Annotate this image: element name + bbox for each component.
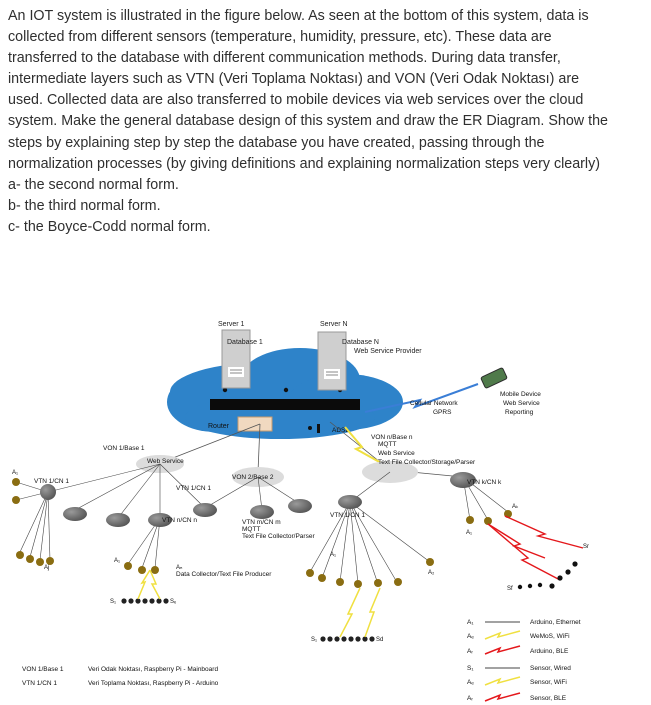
data-collector-label: Data Collector/Text File Producer — [176, 571, 272, 578]
legend-text-4: Sensor, Wired — [530, 665, 571, 672]
cellular-label-2: GPRS — [433, 409, 452, 416]
legend-sym-2: Aₑ — [467, 633, 474, 640]
web-service-provider-label: Web Service Provider — [354, 348, 422, 355]
adsl-wifi-link — [344, 426, 393, 470]
server-n-label: Server N — [320, 321, 348, 328]
legend-von-code: VON 1/Base 1 — [22, 666, 64, 673]
right-sensor-chain — [320, 636, 375, 642]
mobile-label-1: Mobile Device — [500, 391, 541, 398]
von-n-label-3: Web Service — [378, 450, 415, 457]
question-text: An IOT system is illustrated in the figu… — [8, 6, 608, 238]
legend-sym-6: Aᵣ — [467, 695, 473, 702]
right-ble-sensors — [517, 561, 578, 590]
vtn-m-label-1: VTN m/CN m — [242, 519, 281, 526]
cellular-label-1: Cellular Network — [410, 400, 458, 407]
von-n-label-4: Text File Collector/Storage/Parser — [378, 459, 476, 466]
vtn-1-right-node — [338, 495, 362, 509]
cellular-link — [364, 383, 479, 413]
legend-line-wifi-2 — [484, 676, 521, 686]
router-icon — [237, 416, 273, 432]
sf-label: Sf — [507, 586, 513, 592]
von-1-label: VON 1/Base 1 — [103, 445, 145, 452]
bottom-legend: VON 1/Base 1 Veri Odak Noktası, Raspberr… — [22, 666, 219, 687]
right-wifi-links — [339, 587, 381, 638]
aj-label: Aj — [44, 565, 49, 571]
vtn-1-mid-label: VTN 1/CN 1 — [176, 485, 211, 492]
vtn-m-label-3: Text File Collector/Parser — [242, 533, 315, 540]
server-1-icon — [221, 329, 251, 389]
s1-left-label: S₁ — [110, 599, 116, 605]
se-left-label: Sₑ — [170, 599, 177, 605]
web-service-1-label: Web Service — [147, 458, 184, 465]
legend-sym-5: Aₑ — [467, 679, 474, 686]
vtn-1-right-label: VTN 1/CN 1 — [330, 512, 365, 519]
vtn-m-label-2: MQTT — [242, 526, 260, 533]
question-item-a: a- the second normal form. — [8, 176, 179, 193]
ble-links — [487, 515, 584, 581]
a1-mid-label: A₁ — [114, 558, 120, 564]
an-label: Aₙ — [176, 565, 183, 571]
database-n-label: Database N — [342, 339, 379, 346]
server-1-label: Server 1 — [218, 321, 245, 328]
question-item-c: c- the Boyce-Codd normal form. — [8, 218, 211, 235]
adsl-icon — [308, 424, 320, 433]
mobile-label-3: Reporting — [505, 409, 534, 416]
server-n-icon — [317, 331, 347, 391]
database-1-label: Database 1 — [227, 339, 263, 346]
left-sensor-chain — [121, 598, 169, 604]
legend-von-desc: Veri Odak Noktası, Raspberry Pi - Mainbo… — [88, 666, 218, 673]
legend-line-ble-2 — [484, 692, 521, 702]
a1-k-label: A₁ — [466, 530, 472, 536]
question-paragraph: An IOT system is illustrated in the figu… — [8, 8, 608, 172]
vtn-k-node — [450, 472, 476, 488]
legend-sym-1: A₁ — [467, 619, 474, 626]
vtn-1-left-label: VTN 1/CN 1 — [34, 478, 69, 485]
left-cluster-nodes — [40, 484, 312, 527]
s1-right-label: S₁ — [311, 637, 317, 643]
question-item-b: b- the third normal form. — [8, 197, 161, 214]
legend-vtn-desc: Veri Toplama Noktası, Raspberry Pi - Ard… — [88, 680, 219, 687]
a1-left-label: A₁ — [12, 470, 18, 476]
legend-text-6: Sensor, BLE — [530, 695, 567, 702]
vtn-n-label: VTN n/CN n — [162, 517, 197, 524]
legend-vtn-code: VTN 1/CN 1 — [22, 680, 57, 687]
right-sensor-nodes — [306, 510, 512, 588]
legend-sym-3: Aᵣ — [467, 648, 473, 655]
iot-diagram: Server 1 Server N Database 1 Database N … — [12, 321, 589, 702]
left-sensor-nodes — [12, 478, 159, 574]
cloud-shape — [167, 348, 403, 439]
legend-text-3: Arduino, BLE — [530, 648, 569, 655]
sd-label: Sd — [376, 637, 383, 643]
mobile-phone-icon — [480, 367, 508, 389]
von-n-label-2: MQTT — [378, 441, 396, 448]
legend-text-2: WeMoS, WiFi — [530, 633, 570, 640]
a2-label: A₂ — [428, 570, 435, 576]
legend-line-ble-1 — [484, 645, 521, 655]
legend-text-1: Arduino, Ethernet — [530, 619, 581, 626]
ak-label: Aₖ — [512, 504, 519, 510]
vtn-k-label: VTN k/CN k — [467, 479, 502, 486]
legend-sym-4: S₁ — [467, 665, 474, 672]
right-legend: A₁ Arduino, Ethernet Aₑ WeMoS, WiFi Aᵣ A… — [467, 619, 581, 702]
sr-label: Sr — [583, 544, 589, 550]
left-wifi-links — [137, 569, 161, 600]
von-2-label: VON 2/Base 2 — [232, 474, 274, 481]
von-n-label-1: VON n/Base n — [371, 434, 413, 441]
router-label: Router — [208, 423, 230, 430]
a1-right-label: A₁ — [330, 552, 336, 558]
legend-text-5: Sensor, WiFi — [530, 679, 567, 686]
mobile-label-2: Web Service — [503, 400, 540, 407]
cloud-bar — [210, 399, 360, 410]
right-cluster-links — [309, 471, 509, 585]
legend-line-wifi-1 — [484, 630, 521, 640]
